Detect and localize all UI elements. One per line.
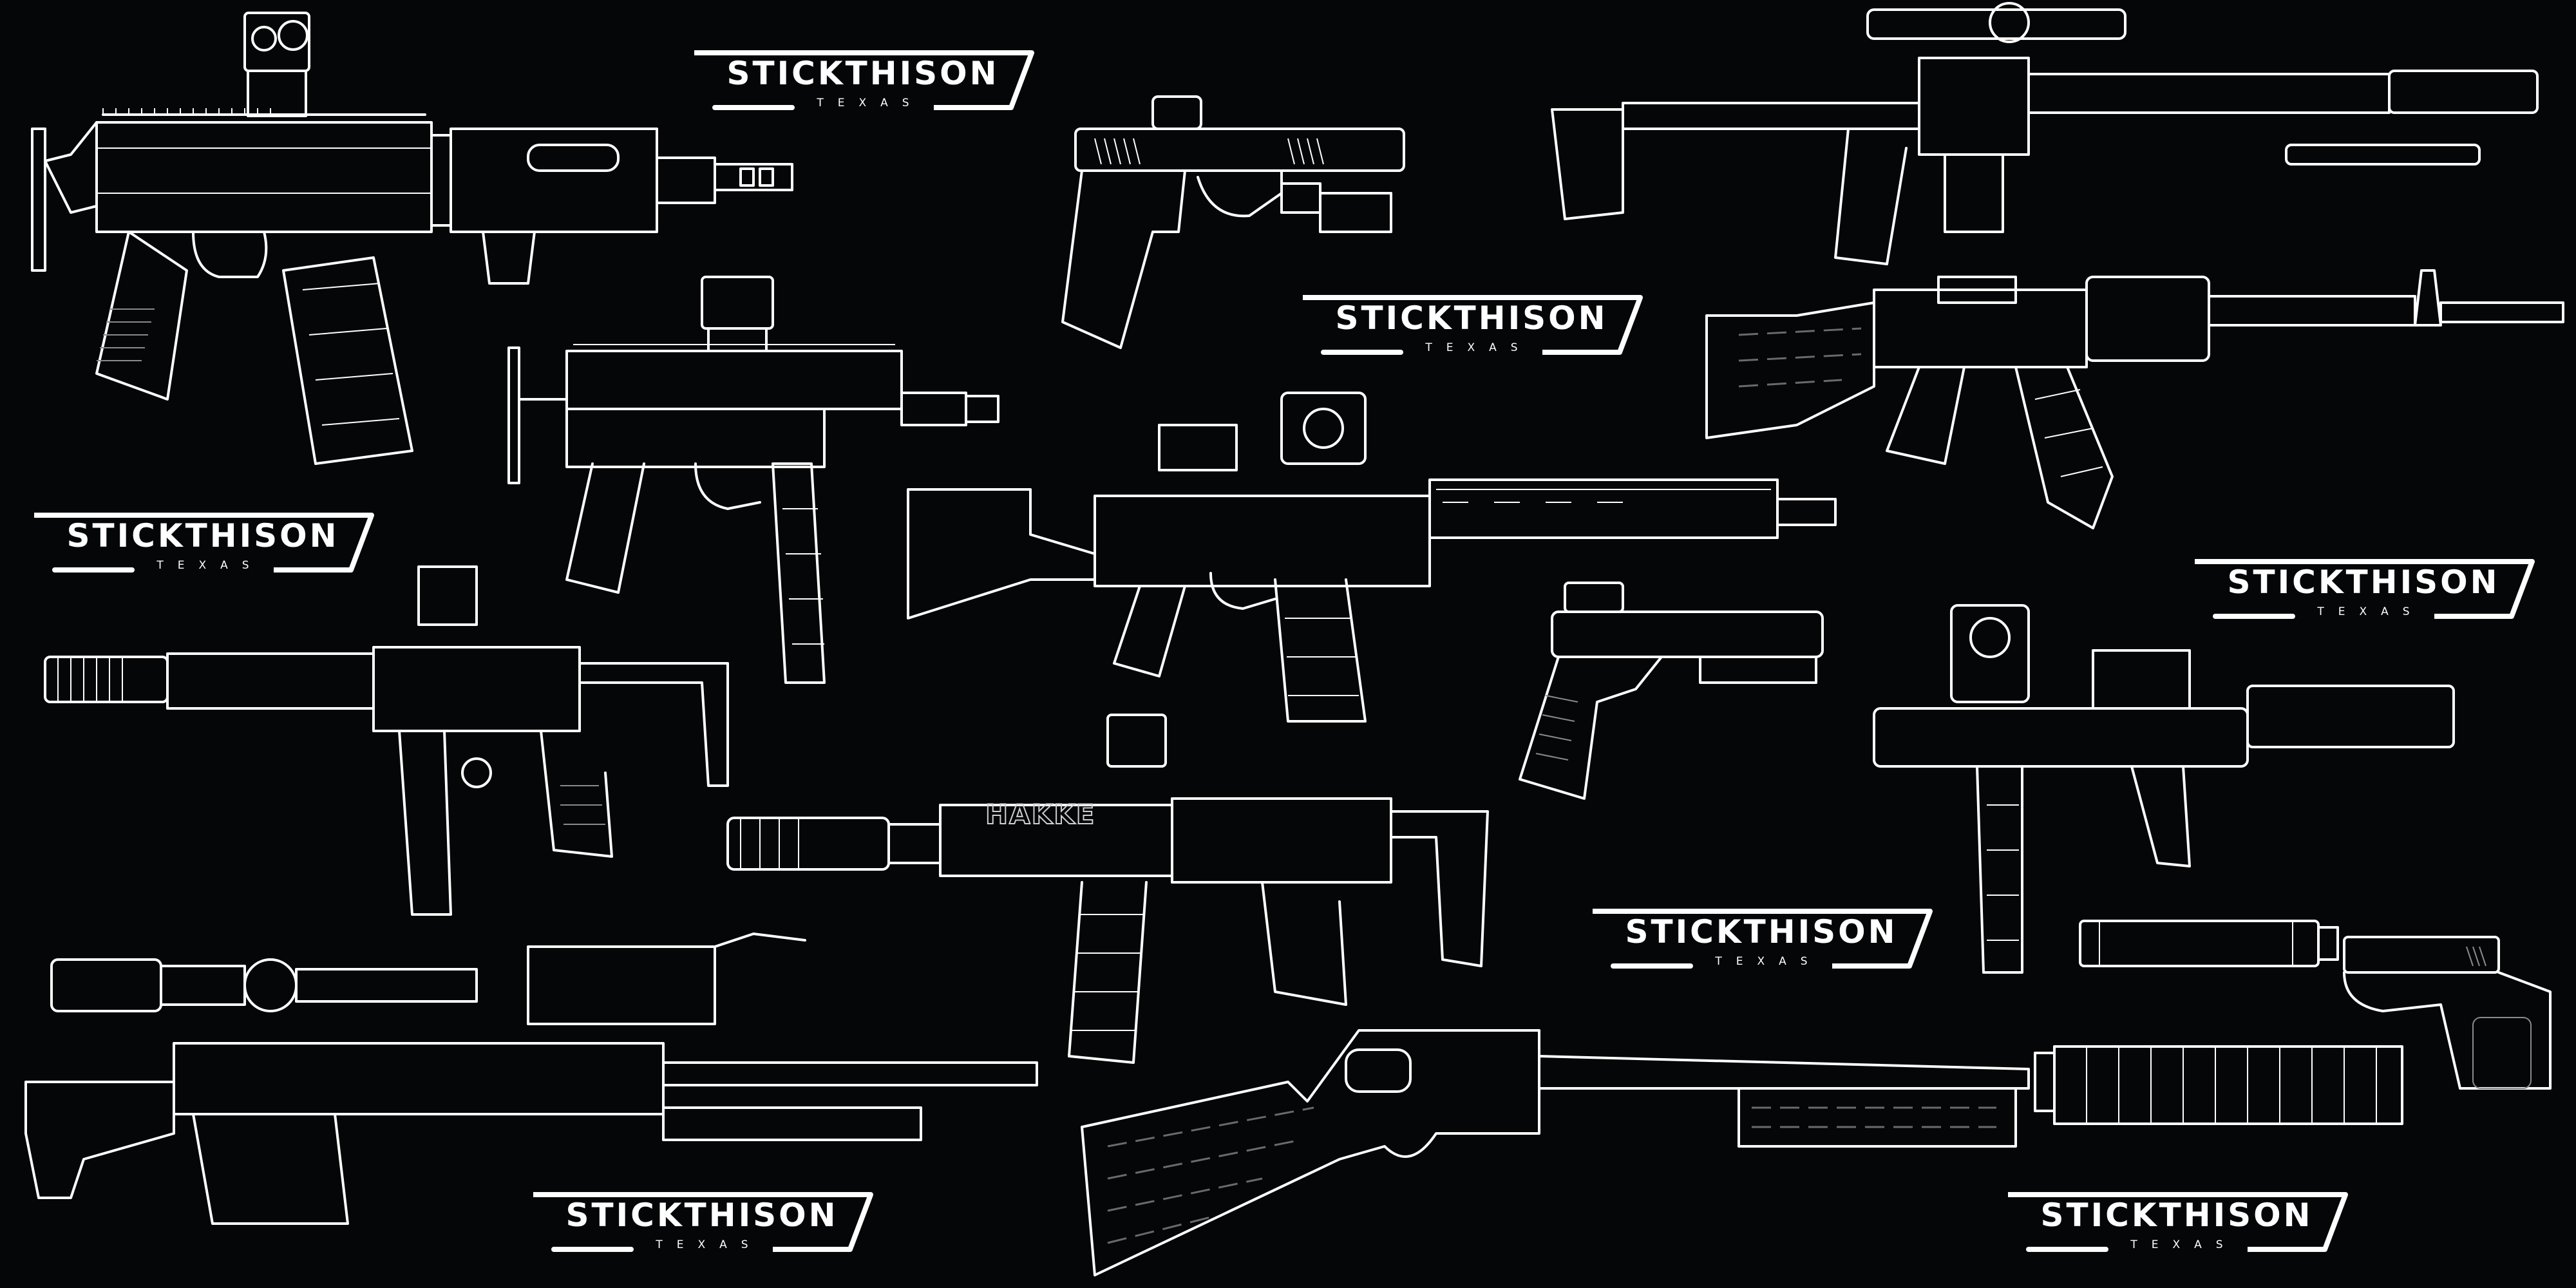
machine-pistol-icon — [1873, 604, 2455, 974]
logo-brand-text: STICKTHISON — [66, 517, 339, 554]
logo-brand-text: STICKTHISON — [565, 1197, 838, 1234]
logo-subtitle-text: TEXAS — [1715, 955, 1822, 968]
sbr-rifle-icon — [31, 12, 793, 465]
ar15-carbine-icon — [907, 392, 1837, 723]
race-pistol-icon — [1519, 582, 1824, 800]
logo-brand-text: STICKTHISON — [1335, 299, 1608, 337]
pistol-red-dot-icon — [1061, 95, 1405, 349]
suppressed-pcc-icon — [44, 565, 729, 916]
logo-brand-text: STICKTHISON — [2040, 1197, 2313, 1234]
suppressed-ar-pistol-icon — [726, 714, 1489, 1064]
ak-rifle-icon — [1705, 269, 2564, 529]
brand-logo: STICKTHISON TEXAS — [2190, 555, 2537, 626]
logo-subtitle-text: TEXAS — [1425, 341, 1532, 354]
logo-subtitle-text: TEXAS — [656, 1238, 762, 1251]
logo-badge-frame-icon — [533, 1192, 873, 1252]
brand-logo: STICKTHISON TEXAS — [689, 46, 1037, 117]
logo-subtitle-text: TEXAS — [2130, 1238, 2237, 1251]
pump-shotgun-icon — [1081, 1029, 2403, 1276]
brand-logo: STICKTHISON TEXAS — [528, 1188, 876, 1259]
logo-subtitle-text: TEXAS — [817, 97, 923, 109]
logo-badge-frame-icon — [34, 513, 374, 573]
beretta-pistol-icon — [2079, 920, 2552, 1090]
logo-badge-frame-icon — [2008, 1192, 2348, 1252]
logo-badge-frame-icon — [694, 50, 1034, 110]
chassis-rifle-icon — [1551, 2, 2539, 265]
brand-logo: STICKTHISON TEXAS — [1298, 291, 1645, 362]
logo-brand-text: STICKTHISON — [726, 55, 999, 92]
compact-pcc-icon — [507, 276, 999, 684]
rail-marking-text: HAKKE — [985, 798, 1096, 831]
logo-brand-text: STICKTHISON — [2227, 564, 2500, 601]
brand-logo: STICKTHISON TEXAS — [2003, 1188, 2351, 1259]
logo-badge-frame-icon — [2195, 559, 2535, 619]
logo-badge-frame-icon — [1593, 909, 1933, 969]
logo-brand-text: STICKTHISON — [1625, 913, 1898, 951]
precision-rifle-icon — [24, 933, 1038, 1225]
brand-logo: STICKTHISON TEXAS — [29, 509, 377, 580]
logo-subtitle-text: TEXAS — [2317, 605, 2424, 618]
logo-badge-frame-icon — [1303, 295, 1643, 355]
brand-logo: STICKTHISON TEXAS — [1587, 905, 1935, 976]
logo-subtitle-text: TEXAS — [156, 559, 263, 572]
